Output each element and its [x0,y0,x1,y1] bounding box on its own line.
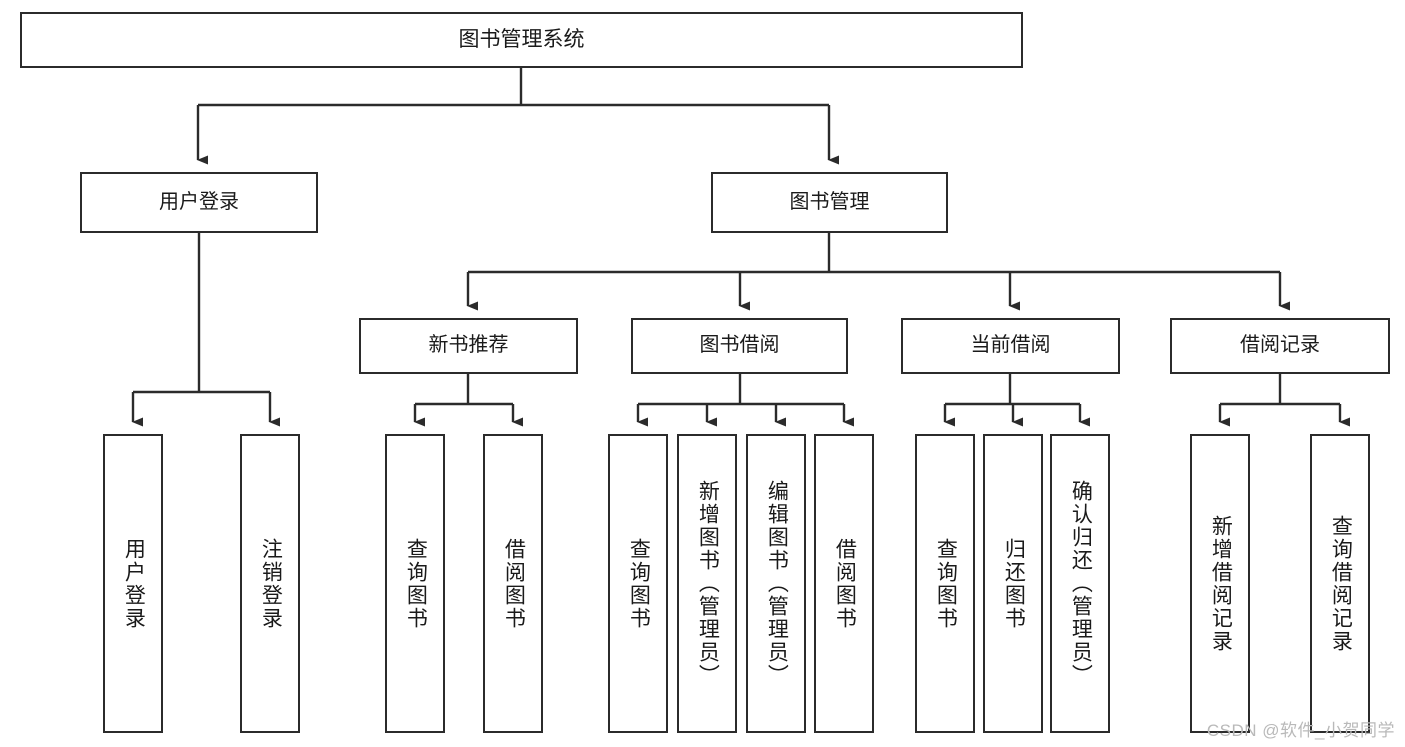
node-label: 注销登录 [259,537,283,630]
node-label: 图书借阅 [699,334,780,357]
node-label: 图书管理系统 [458,27,585,51]
node-label: 查询图书 [627,537,651,630]
node-current-borrow[interactable]: 当前借阅 [901,318,1120,374]
node-borrow-record[interactable]: 借阅记录 [1170,318,1390,374]
leaf-return-book[interactable]: 归还图书 [983,434,1043,733]
leaf-edit-book-admin[interactable]: 编辑图书（管理员） [746,434,806,733]
leaf-add-book-admin[interactable]: 新增图书（管理员） [677,434,737,733]
node-label: 图书管理 [789,190,870,213]
node-label: 查询借阅记录 [1329,514,1353,653]
leaf-add-borrow-record[interactable]: 新增借阅记录 [1190,434,1250,733]
leaf-borrow-book[interactable]: 借阅图书 [814,434,874,733]
node-label: 查询图书 [404,537,428,630]
node-label: 编辑图书（管理员） [765,480,789,687]
node-label: 借阅图书 [502,537,526,630]
node-label: 归还图书 [1002,537,1026,630]
node-user-login[interactable]: 用户登录 [80,172,318,233]
node-book-management[interactable]: 图书管理 [711,172,948,233]
node-label: 用户登录 [159,190,239,213]
leaf-query-book-borrow[interactable]: 查询图书 [608,434,668,733]
leaf-confirm-return-admin[interactable]: 确认归还（管理员） [1050,434,1110,733]
node-book-borrow[interactable]: 图书借阅 [631,318,848,374]
leaf-user-login[interactable]: 用户登录 [103,434,163,733]
watermark: CSDN @软件_小贺同学 [1206,721,1395,740]
leaf-borrow-book-recommend[interactable]: 借阅图书 [483,434,543,733]
node-label: 借阅记录 [1240,334,1320,357]
leaf-query-book-recommend[interactable]: 查询图书 [385,434,445,733]
node-new-book-recommend[interactable]: 新书推荐 [359,318,578,374]
node-label: 当前借阅 [970,334,1051,357]
node-label: 用户登录 [122,537,146,630]
node-root-system[interactable]: 图书管理系统 [20,12,1023,68]
node-label: 新书推荐 [428,334,509,357]
node-label: 借阅图书 [833,537,857,630]
node-label: 新增借阅记录 [1209,514,1233,653]
node-label: 新增图书（管理员） [696,480,720,687]
node-label: 查询图书 [934,537,958,630]
leaf-user-logout[interactable]: 注销登录 [240,434,300,733]
node-label: 确认归还（管理员） [1069,480,1093,687]
leaf-query-borrow-record[interactable]: 查询借阅记录 [1310,434,1370,733]
leaf-query-book-current[interactable]: 查询图书 [915,434,975,733]
